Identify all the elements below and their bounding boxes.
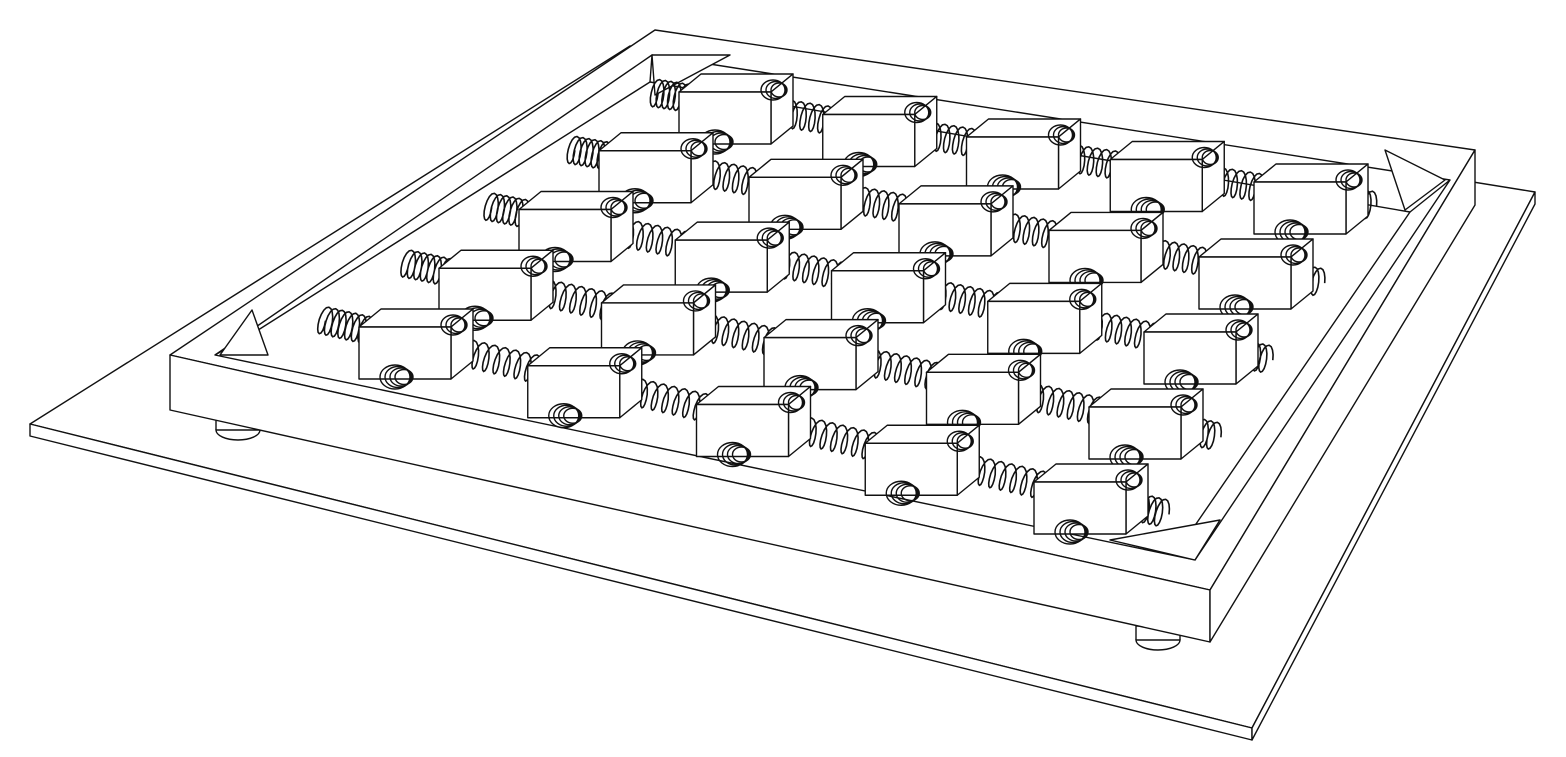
coil-spring-back-3-3 [912,258,941,280]
coil-spring-back-4-2 [682,290,711,312]
coil-spring-back-2-3 [980,191,1008,213]
mass-block-1-2 [822,95,938,168]
mass-block-2-4 [1048,211,1164,284]
mass-block-4-2 [600,284,717,356]
coil-spring-back-4-5 [1170,394,1198,416]
mass-block-5-2 [527,347,643,419]
coil-spring-back-2-2 [830,164,858,187]
coil-spring-back-2-4 [1130,217,1158,240]
mass-block-3-1 [518,190,634,263]
mass-block-2-3 [898,185,1014,257]
coil-spring-back-4-4 [1007,359,1036,382]
mass-block-3-2 [674,221,790,293]
coil-spring-back-1-4 [1191,146,1219,169]
mass-block-5-3 [695,385,812,458]
coil-spring-back-5-2 [609,353,637,375]
mass-block-3-3 [830,252,947,324]
coil-spring-cap-5-4 [885,480,920,506]
coil-spring-back-1-1 [760,79,788,101]
coil-spring-cap-5-1 [379,364,414,390]
coil-spring-back-4-1 [520,255,548,277]
coil-spring-cap-5-2 [548,403,583,429]
mass-block-5-1 [358,308,474,380]
coil-spring-back-2-1 [680,138,708,160]
block-spring-lattice [316,73,1378,545]
mass-block-1-4 [1109,140,1225,213]
coil-spring-cap-5-5 [1054,519,1089,545]
coil-spring-back-1-5 [1335,169,1363,191]
coil-spring-back-5-1 [440,314,468,336]
coil-spring-back-3-2 [756,227,784,249]
mass-block-4-4 [925,353,1042,426]
mass-block-1-5 [1253,163,1369,235]
coil-spring-cap-5-3 [716,441,752,468]
coil-spring-back-3-1 [600,196,628,219]
coil-spring-back-1-3 [1047,124,1076,146]
mass-block-2-5 [1198,238,1314,310]
coil-spring-back-3-4 [1069,288,1097,311]
coil-spring-back-4-3 [845,324,873,347]
corner-wedges [219,54,1446,561]
mass-block-3-5 [1143,313,1259,385]
coil-spring-back-3-5 [1225,319,1253,341]
mass-block-5-4 [864,424,980,496]
coil-spring-back-5-3 [777,391,806,414]
mass-block-2-2 [748,158,864,231]
mass-block-4-5 [1088,388,1204,460]
mass-block-1-3 [965,118,1082,190]
mass-block-4-3 [763,318,879,391]
coil-spring-back-5-5 [1115,469,1143,491]
mass-block-5-5 [1033,463,1149,535]
coil-spring-back-1-2 [904,101,932,124]
coil-spring-back-5-4 [946,430,974,452]
coil-spring-back-2-5 [1280,244,1308,266]
mass-block-3-4 [987,282,1103,355]
